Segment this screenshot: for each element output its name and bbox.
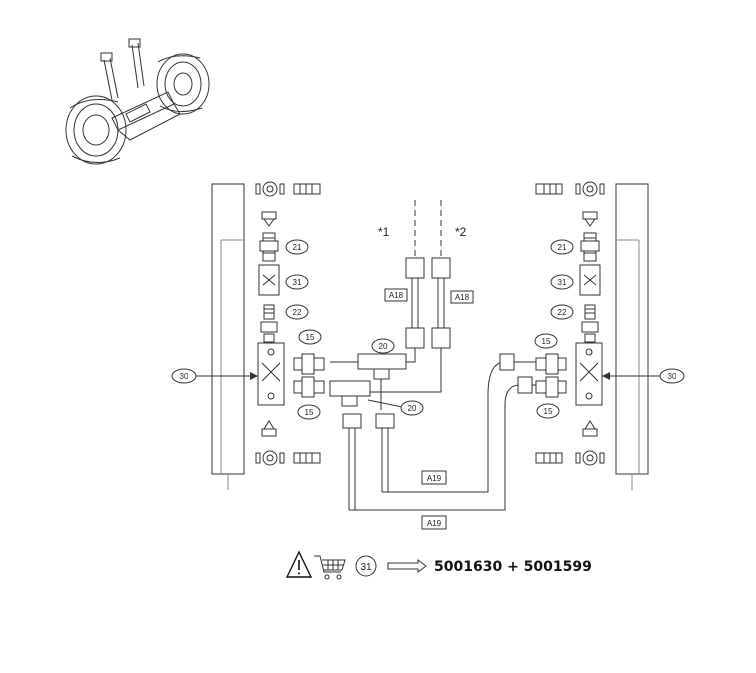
label-a18-right: A18: [455, 293, 470, 302]
reference-mark-2: *2: [455, 225, 467, 239]
leader-lines: [196, 372, 660, 408]
reference-mark-1: *1: [378, 225, 390, 239]
callout-31-left: 31: [293, 278, 302, 287]
callout-22-left: 22: [293, 308, 302, 317]
right-fitting-stack: [535, 181, 605, 466]
ordering-note: 31 5001630 + 5001599: [285, 550, 592, 580]
callout-15-left-top: 15: [306, 333, 315, 342]
left-fitting-stack: [255, 181, 325, 466]
callouts: 21 31 22 15 15 20 20 30 21 31 22 15 15 3…: [171, 239, 685, 420]
arrow-right-icon: [387, 559, 427, 573]
right-cylinder: [615, 183, 649, 490]
callout-15-right-top: 15: [542, 337, 551, 346]
part-number-circle: [355, 555, 377, 577]
label-a19-top: A19: [427, 474, 442, 483]
order-circle-number: 31: [360, 562, 372, 573]
vehicle-thumbnail: [65, 38, 210, 165]
callout-31-right: 31: [558, 278, 567, 287]
label-a18-left: A18: [389, 291, 404, 300]
shopping-cart-icon: [314, 555, 346, 580]
callout-21-left: 21: [293, 243, 302, 252]
callout-20-top: 20: [379, 342, 388, 351]
warning-triangle-icon: [285, 550, 313, 578]
callout-30-left: 30: [180, 372, 189, 381]
callout-30-right: 30: [668, 372, 677, 381]
order-part-numbers: 5001630 + 5001599: [434, 559, 592, 575]
callout-20-bottom: 20: [408, 404, 417, 413]
callout-15-right-bottom: 15: [544, 407, 553, 416]
label-a19-bottom: A19: [427, 519, 442, 528]
boxed-labels: A18 A18 A19 A19: [384, 288, 474, 530]
callout-21-right: 21: [558, 243, 567, 252]
center-hose-assembly: [329, 200, 536, 511]
callout-22-right: 22: [558, 308, 567, 317]
left-cylinder: [211, 183, 245, 490]
callout-15-left-bottom: 15: [305, 408, 314, 417]
